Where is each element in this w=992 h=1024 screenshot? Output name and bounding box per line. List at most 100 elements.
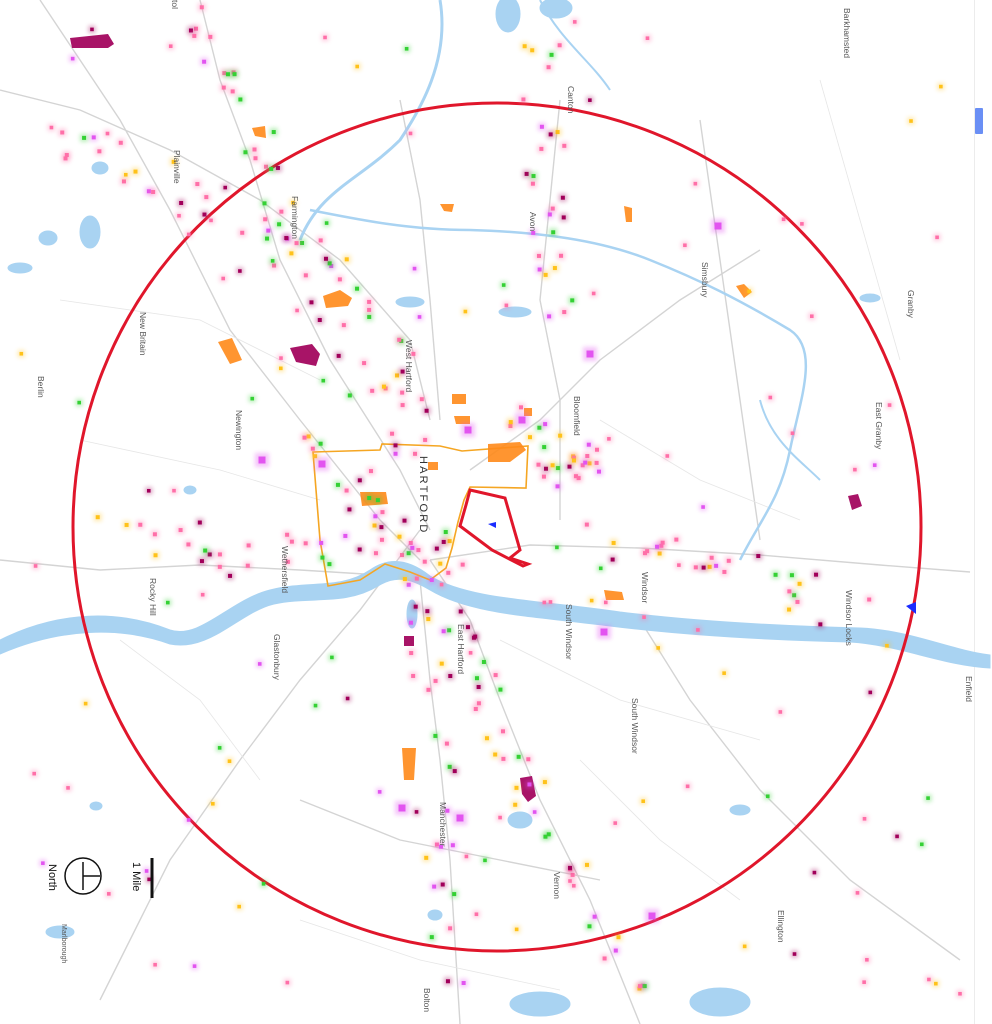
poi-marker	[555, 41, 564, 50]
poi-marker	[491, 671, 500, 680]
poi-marker	[865, 595, 874, 604]
poi-marker	[592, 458, 601, 467]
poi-marker	[221, 183, 229, 192]
poi-marker	[282, 234, 291, 243]
poi-marker	[58, 128, 67, 137]
poi-marker	[539, 472, 548, 481]
poi-marker	[531, 808, 539, 816]
magenta-zones	[70, 34, 862, 802]
poi-marker	[918, 840, 926, 848]
poi-marker	[400, 516, 409, 525]
poi-marker	[745, 287, 753, 295]
poi-marker	[461, 307, 469, 316]
poi-marker	[956, 990, 964, 998]
poi-marker	[215, 562, 224, 571]
scrollbar-thumb[interactable]	[975, 108, 983, 134]
minor-roads	[59, 79, 901, 991]
poi-marker	[545, 312, 554, 321]
poi-marker	[570, 882, 578, 890]
poi-marker	[720, 567, 729, 576]
scrollbar-track[interactable]	[974, 0, 985, 1024]
town-label: Rocky Hill	[148, 578, 158, 616]
town-label: Farmington	[290, 196, 300, 239]
poi-marker	[672, 535, 681, 544]
poi-marker	[547, 50, 556, 59]
poi-marker	[39, 859, 47, 867]
poi-marker	[238, 228, 247, 237]
poi-marker	[244, 541, 253, 550]
poi-marker	[645, 909, 659, 923]
poi-marker	[186, 26, 195, 35]
site-outline[interactable]	[458, 488, 533, 568]
poi-marker	[436, 559, 445, 568]
poi-marker	[597, 625, 611, 639]
town-label: Newington	[234, 410, 244, 450]
poi-marker	[308, 444, 317, 453]
poi-marker	[586, 96, 594, 104]
poi-marker	[446, 924, 455, 933]
poi-marker	[441, 528, 450, 537]
town-label: Bolton	[422, 988, 432, 1012]
poi-marker	[482, 734, 491, 743]
poi-marker	[588, 596, 596, 605]
poi-marker	[609, 538, 618, 547]
poi-marker	[414, 546, 423, 555]
poi-marker	[546, 130, 555, 139]
poi-marker	[499, 754, 508, 763]
poi-marker	[785, 587, 794, 596]
poi-marker	[250, 145, 259, 154]
town-label: Ellington	[776, 910, 786, 943]
town-label: East Hartford	[456, 624, 466, 674]
poi-marker	[550, 264, 559, 273]
poi-marker	[566, 877, 574, 885]
poi-marker	[304, 432, 313, 441]
poi-marker	[474, 699, 483, 708]
poi-marker	[404, 549, 413, 558]
poi-marker	[150, 530, 159, 539]
poi-marker	[318, 553, 327, 562]
poi-marker	[453, 811, 467, 825]
poi-marker	[216, 744, 224, 752]
poi-marker	[496, 685, 505, 694]
poi-marker	[398, 388, 407, 397]
poi-marker	[653, 542, 662, 551]
poi-marker	[553, 482, 562, 491]
poi-marker	[907, 117, 915, 125]
poi-marker	[720, 669, 728, 677]
poi-marker	[391, 441, 400, 450]
poi-marker	[427, 933, 436, 942]
poi-marker	[534, 460, 543, 469]
poi-marker	[355, 545, 364, 554]
poi-marker	[273, 163, 282, 172]
town-label: Manchester	[438, 802, 448, 847]
poi-marker	[512, 783, 521, 792]
poi-marker	[190, 962, 199, 970]
poi-marker	[506, 418, 515, 427]
poi-marker	[122, 171, 130, 179]
poi-marker	[541, 270, 550, 279]
poi-marker	[885, 401, 894, 409]
poi-marker	[197, 3, 206, 12]
poi-marker	[542, 464, 551, 473]
poi-marker	[316, 439, 325, 448]
poi-marker	[691, 563, 700, 572]
poi-marker	[937, 82, 945, 91]
poi-marker	[145, 875, 153, 883]
poi-marker	[431, 731, 440, 740]
poi-marker	[333, 480, 342, 489]
poi-marker	[379, 382, 388, 391]
poi-marker	[933, 233, 941, 241]
poi-marker	[590, 912, 599, 921]
poi-marker	[705, 562, 714, 571]
poi-marker	[277, 207, 286, 216]
poi-marker	[219, 274, 227, 283]
town-label: East Granby	[874, 402, 884, 450]
city-boundary[interactable]	[312, 443, 529, 587]
poi-marker	[553, 543, 561, 551]
poi-marker	[93, 513, 102, 522]
poi-marker	[205, 550, 214, 559]
poi-marker	[69, 55, 77, 63]
poi-marker	[535, 423, 544, 432]
